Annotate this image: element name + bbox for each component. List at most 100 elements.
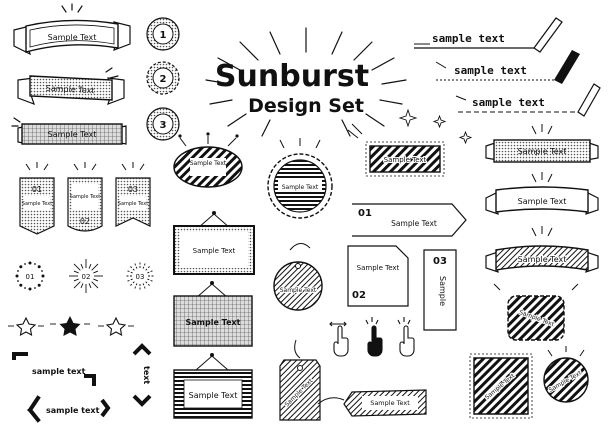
svg-text:1: 1 [160, 30, 167, 41]
small-burst-row [15, 259, 155, 293]
picture-frame-1: Sample Text [173, 211, 255, 275]
svg-text:Sample Text: Sample Text [384, 156, 427, 164]
svg-text:03: 03 [128, 185, 138, 194]
burst-dot [28, 287, 32, 291]
numbered-box-2: Sample Text 02 [347, 245, 409, 307]
burst-dot [24, 287, 26, 289]
burst-ray [73, 270, 79, 274]
svg-text:Sample Text: Sample Text [280, 287, 317, 294]
ribbon-banner-2: Sample Text [17, 75, 125, 106]
burst-dot [19, 265, 23, 269]
title-line2: Design Set [248, 95, 364, 117]
burst-dot [34, 263, 36, 265]
tag-flag-2: Sample Text 02 [67, 177, 103, 232]
burst-dot [41, 280, 43, 282]
ribbon-3-label: Sample Text [48, 130, 97, 139]
burst-ray [73, 278, 79, 282]
svg-text:01: 01 [358, 208, 372, 219]
ribbon-2-label: Sample Text [46, 84, 95, 96]
title-line1: Sunburst [215, 59, 369, 94]
svg-text:Sample Text: Sample Text [518, 255, 567, 264]
svg-text:02: 02 [352, 290, 366, 301]
star-row [8, 316, 134, 337]
burst-dot [28, 261, 32, 265]
hand-pointer-icons [329, 317, 415, 357]
corner-label-group: sample text sample text text [12, 343, 152, 423]
pen-line-1: sample text [414, 17, 563, 53]
svg-text:Sample Text: Sample Text [189, 391, 238, 400]
bottom-shape-2: Sample Text [469, 353, 533, 419]
star-outline-icon [15, 316, 37, 337]
round-hang-tag: Sample Text [273, 243, 323, 311]
burst-dot [37, 265, 41, 269]
burst-ray [73, 281, 81, 289]
bottom-shape-3: Sample Text [543, 346, 589, 403]
burst-ray [125, 269, 133, 274]
burst-ray [80, 283, 84, 289]
burst-dot [19, 283, 23, 287]
bottom-shape-1: Sample Text [493, 283, 579, 341]
burst-ray [145, 281, 151, 287]
hand-pointer-icon [399, 325, 415, 357]
burst-ray [88, 283, 92, 289]
title-sunburst [205, 27, 407, 137]
burst-dot [15, 274, 19, 278]
burst-dot [17, 280, 19, 282]
svg-text:Sample Text: Sample Text [357, 264, 400, 272]
burst-ray [91, 281, 99, 289]
svg-text:sample text: sample text [472, 96, 545, 109]
round-badge-striped: Sample Text [267, 138, 333, 219]
burst-dot [17, 270, 19, 272]
picture-frame-3: Sample Text [173, 353, 253, 419]
burst-ray [73, 263, 81, 271]
burst-label-3: 03 [136, 273, 145, 281]
burst-ray [88, 263, 92, 269]
burst-ray [142, 283, 147, 291]
burst-dot [24, 263, 26, 265]
svg-text:Sample Text: Sample Text [118, 201, 148, 207]
svg-text:03: 03 [433, 256, 447, 267]
tag-burst-marks [25, 162, 145, 171]
ribbon-1-label: Sample Text [48, 33, 97, 42]
svg-text:sample text: sample text [454, 64, 527, 77]
svg-text:Sample Text: Sample Text [193, 247, 236, 255]
burst-ray [91, 263, 99, 271]
svg-text:sample text: sample text [432, 32, 505, 45]
svg-text:sample text: sample text [32, 367, 86, 376]
numbered-box-3: 03 Sample [423, 249, 457, 331]
sparkle-icons [398, 108, 473, 145]
picture-frame-2: Sample Text [173, 281, 253, 347]
burst-dot [34, 287, 36, 289]
burst-dot [41, 270, 43, 272]
burst-ray [80, 263, 84, 269]
number-circle-3: 3 [146, 107, 180, 141]
svg-text:text: text [142, 366, 151, 384]
hand-pointer-icon [333, 325, 349, 357]
svg-text:3: 3 [160, 120, 167, 131]
number-circle-1: 1 [146, 17, 180, 51]
number-circle-2: 2 [146, 61, 180, 95]
svg-text:Sample Text: Sample Text [190, 160, 227, 167]
numbered-box-1: 01 Sample Text [352, 203, 467, 237]
burst-dot [37, 283, 41, 287]
burst-ray [147, 269, 155, 274]
ribbon-banner-3: Sample Text [17, 123, 127, 145]
burst-ray [142, 261, 147, 269]
svg-text:Sample Text: Sample Text [282, 184, 319, 191]
svg-text:01: 01 [32, 185, 42, 194]
ribbon-right-2: Sample Text [485, 172, 599, 215]
ribbon-burst-marks [11, 3, 119, 127]
tag-flag-3: 03 Sample Text [115, 177, 151, 227]
svg-text:Sample Text: Sample Text [370, 399, 410, 407]
burst-ray [93, 270, 99, 274]
burst-ray [145, 265, 151, 271]
svg-text:Sample Text: Sample Text [391, 219, 437, 228]
burst-ray [129, 265, 135, 271]
svg-text:Sample Text: Sample Text [518, 197, 567, 206]
burst-ray [93, 278, 99, 282]
burst-dot [41, 274, 45, 278]
hang-tag: Sample Text [279, 339, 321, 421]
ribbon-banner-1: Sample Text [13, 19, 131, 56]
stripe-box: Sample Text [347, 123, 445, 177]
